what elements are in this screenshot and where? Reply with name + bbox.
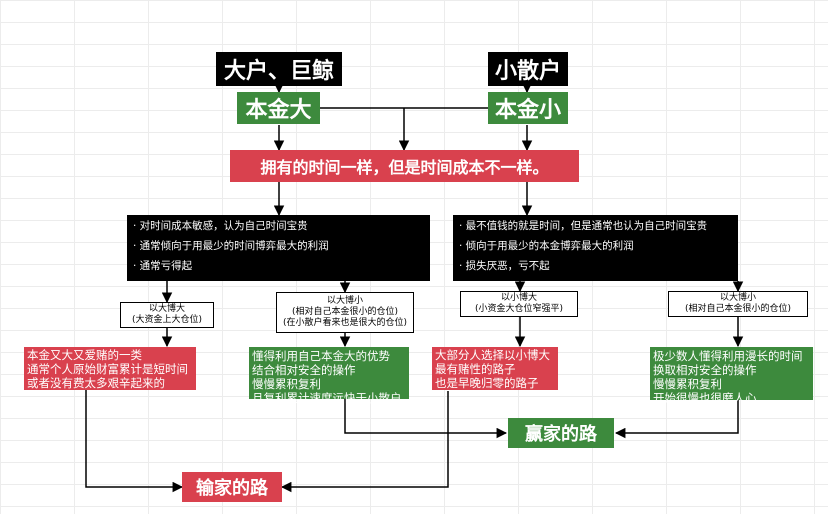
trait-line: · 损失厌恶，亏不起: [459, 260, 550, 272]
outcome-line: 最有赌性的路子: [435, 362, 516, 376]
strategy-big-bet-big: 以大博大 (大资金上大仓位): [120, 302, 214, 328]
big-player-traits: · 对时间成本敏感，认为自己时间宝贵 · 通常倾向于用最少的时间博弈最大的利润 …: [127, 215, 430, 281]
loser-path: 输家的路: [182, 472, 282, 502]
big-capital-box: 本金大: [237, 92, 320, 124]
small-player-label: 小散户: [488, 52, 568, 86]
trait-line: · 通常亏得起: [133, 260, 193, 272]
outcome-line: 换取相对安全的操作: [653, 363, 757, 377]
strategy-big-bet-small: 以大博小 (相对自己本金很小的仓位) (在小散户看来也是很大的仓位): [276, 292, 414, 333]
outcome-line: 慢慢累积复利: [653, 377, 722, 391]
outcome-big-safe: 懂得利用自己本金大的优势 结合相对安全的操作 慢慢累积复利 且复利累计速度远快于…: [249, 347, 409, 405]
outcome-line: 懂得利用自己本金大的优势: [252, 349, 390, 363]
winner-path: 赢家的路: [508, 418, 614, 448]
strategy-note: (小资金大仓位窄强平): [474, 304, 564, 314]
outcome-line: 极少数人懂得利用漫长的时间: [653, 349, 803, 363]
outcome-line: 也是早晚归零的路子: [435, 376, 539, 390]
trait-line: · 最不值钱的就是时间，但是通常也认为自己时间宝贵: [459, 220, 708, 232]
strategy-note: (相对自己本金很小的仓位): [684, 304, 792, 314]
outcome-line: 通常个人原始财富累计是短时间: [27, 362, 188, 376]
strategy-small-bet-small: 以大博小 (相对自己本金很小的仓位): [668, 291, 808, 317]
strategy-note: (相对自己本金很小的仓位): [291, 307, 399, 317]
outcome-gambler: 本金又大又爱赌的一类 通常个人原始财富累计是短时间 或者没有费太多艰辛起来的: [24, 347, 196, 390]
small-capital-box: 本金小: [488, 92, 568, 124]
outcome-line: 大部分人选择以小博大: [435, 348, 550, 362]
outcome-line: 或者没有费太多艰辛起来的: [27, 376, 165, 390]
outcome-small-patient: 极少数人懂得利用漫长的时间 换取相对安全的操作 慢慢累积复利 开始很慢也很磨人心: [650, 347, 813, 405]
strategy-note: (在小散户看来也是很大的仓位): [282, 318, 408, 328]
outcome-line: 开始很慢也很磨人心: [653, 391, 757, 405]
trait-line: · 通常倾向于用最少的时间博弈最大的利润: [133, 240, 329, 252]
strategy-small-bet-big: 以小博大 (小资金大仓位窄强平): [460, 291, 578, 317]
outcome-small-gamble: 大部分人选择以小博大 最有赌性的路子 也是早晚归零的路子: [432, 347, 558, 390]
strategy-note: (大资金上大仓位): [131, 315, 203, 325]
outcome-line: 结合相对安全的操作: [252, 363, 356, 377]
trait-line: · 对时间成本敏感，认为自己时间宝贵: [133, 220, 308, 232]
strategy-title: 以大博大: [148, 304, 185, 314]
big-player-label: 大户、巨鲸: [216, 52, 342, 86]
small-player-traits: · 最不值钱的就是时间，但是通常也认为自己时间宝贵 · 倾向于用最少的本金博弈最…: [453, 215, 738, 281]
trait-line: · 倾向于用最少的本金博弈最大的利润: [459, 240, 634, 252]
central-statement: 拥有的时间一样，但是时间成本不一样。: [230, 150, 579, 182]
strategy-title: 以大博小: [719, 293, 756, 303]
outcome-line: 且复利累计速度远快于小散户: [252, 391, 402, 405]
outcome-line: 慢慢累积复利: [252, 377, 321, 391]
strategy-title: 以大博小: [326, 296, 363, 306]
strategy-title: 以小博大: [500, 293, 537, 303]
outcome-line: 本金又大又爱赌的一类: [27, 348, 142, 362]
